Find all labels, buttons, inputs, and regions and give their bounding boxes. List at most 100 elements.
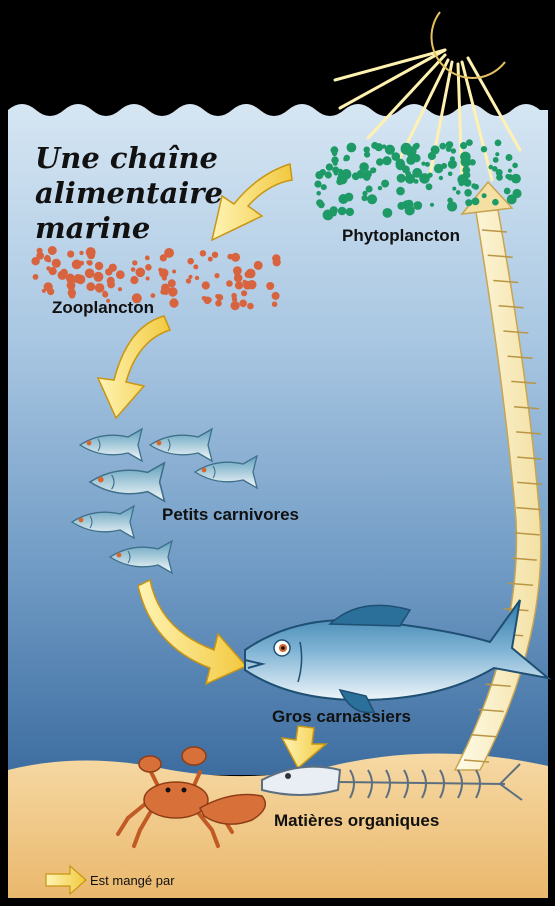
phytoplankton-dot — [397, 202, 405, 210]
phytoplankton-dot — [430, 203, 434, 207]
zooplankton-dot — [130, 276, 138, 284]
zooplankton-dot — [242, 280, 246, 284]
zooplankton-dot — [103, 291, 107, 295]
phytoplankton-dot — [414, 169, 422, 177]
phytoplankton-dot — [381, 180, 389, 188]
zooplankton-dot — [214, 273, 219, 278]
phytoplankton-dot — [382, 144, 386, 148]
zooplankton-dot — [132, 260, 137, 265]
phytoplankton-dot — [396, 160, 406, 170]
zooplankton-dot — [186, 278, 191, 283]
zooplankton-dot — [42, 289, 46, 293]
phytoplankton-dot — [496, 174, 503, 181]
zooplankton-dot — [95, 262, 103, 270]
zooplankton-dot — [234, 274, 243, 283]
zooplankton-dot — [146, 277, 150, 281]
legend-label: Est mangé par — [90, 873, 175, 888]
zooplankton-dot — [202, 296, 207, 301]
phytoplankton-dot — [406, 156, 415, 165]
zooplankton-dot — [169, 299, 178, 308]
zooplankton-dot — [107, 281, 115, 289]
phytoplankton-dot — [504, 188, 511, 195]
zooplankton-dot — [187, 258, 194, 265]
zooplankton-dot — [118, 287, 122, 291]
phytoplankton-dot — [452, 187, 456, 191]
phytoplankton-dot — [451, 148, 456, 153]
phytoplankton-dot — [325, 171, 332, 178]
title-line-1: Une chaîne — [35, 141, 218, 175]
phytoplankton-dot — [441, 163, 447, 169]
zooplankton-dot — [231, 301, 240, 310]
zooplankton-dot — [162, 275, 167, 280]
phytoplankton-dot — [315, 171, 323, 179]
zooplankton-dot — [270, 284, 274, 288]
label-petits-carnivores: Petits carnivores — [162, 505, 299, 524]
phytoplankton-dot — [495, 152, 499, 156]
phytoplankton-dot — [514, 178, 519, 183]
phytoplankton-dot — [367, 194, 377, 204]
zooplankton-dot — [245, 271, 252, 278]
phytoplankton-dot — [338, 194, 348, 204]
zooplankton-dot — [74, 274, 83, 283]
zooplankton-dot — [212, 252, 218, 258]
zooplankton-dot — [79, 261, 84, 266]
phytoplankton-dot — [448, 160, 457, 169]
zooplankton-dot — [86, 282, 95, 291]
phytoplankton-dot — [425, 162, 430, 167]
phytoplankton-dot — [481, 146, 487, 152]
phytoplankton-dot — [383, 208, 393, 218]
label-zooplancton: Zooplancton — [52, 298, 154, 317]
zooplankton-dot — [172, 270, 176, 274]
phytoplankton-dot — [362, 195, 368, 201]
phytoplankton-dot — [447, 201, 457, 211]
zooplankton-dot — [233, 266, 242, 275]
phytoplankton-dot — [370, 167, 376, 173]
zooplankton-dot — [52, 259, 61, 268]
phytoplankton-dot — [332, 151, 337, 156]
phytoplankton-dot — [492, 199, 499, 206]
phytoplankton-dot — [333, 161, 338, 166]
label-matieres-organiques: Matières organiques — [274, 811, 439, 830]
zooplankton-dot — [226, 280, 233, 287]
phytoplankton-dot — [472, 198, 480, 206]
phytoplankton-dot — [331, 211, 337, 217]
phytoplankton-dot — [378, 186, 382, 190]
phytoplankton-dot — [464, 189, 472, 197]
phytoplankton-dot — [366, 186, 373, 193]
zooplankton-dot — [67, 251, 74, 258]
zooplankton-dot — [231, 253, 240, 262]
phytoplankton-dot — [405, 174, 415, 184]
zooplankton-dot — [47, 288, 54, 295]
zooplankton-dot — [241, 290, 247, 296]
phytoplankton-dot — [428, 152, 436, 160]
zooplankton-dot — [215, 294, 219, 298]
phytoplankton-dot — [413, 144, 419, 150]
phytoplankton-dot — [512, 189, 521, 198]
zooplankton-dot — [273, 258, 281, 266]
phytoplankton-dot — [439, 143, 446, 150]
phytoplankton-dot — [506, 154, 513, 161]
phytoplankton-dot — [344, 155, 350, 161]
zooplankton-dot — [131, 267, 136, 272]
phytoplankton-dot — [382, 156, 391, 165]
phytoplankton-dot — [461, 159, 465, 163]
phytoplankton-dot — [347, 143, 357, 153]
title-line-2: alimentaire — [35, 176, 223, 210]
zooplankton-dot — [85, 269, 95, 279]
zooplankton-dot — [215, 300, 222, 307]
zooplankton-dot — [189, 275, 193, 279]
zooplankton-dot — [87, 260, 93, 266]
phytoplankton-dot — [361, 172, 365, 176]
zooplankton-dot — [239, 300, 247, 308]
zooplankton-dot — [116, 270, 125, 279]
phytoplankton-dot — [439, 176, 443, 180]
phytoplankton-dot — [338, 207, 347, 216]
zooplankton-dot — [46, 266, 50, 270]
phytoplankton-dot — [463, 171, 471, 179]
phytoplankton-dot — [446, 146, 452, 152]
zooplankton-dot — [79, 251, 83, 255]
phytoplankton-dot — [314, 181, 321, 188]
zooplankton-dot — [86, 247, 96, 257]
zooplankton-dot — [195, 276, 199, 280]
zooplankton-dot — [247, 280, 256, 289]
